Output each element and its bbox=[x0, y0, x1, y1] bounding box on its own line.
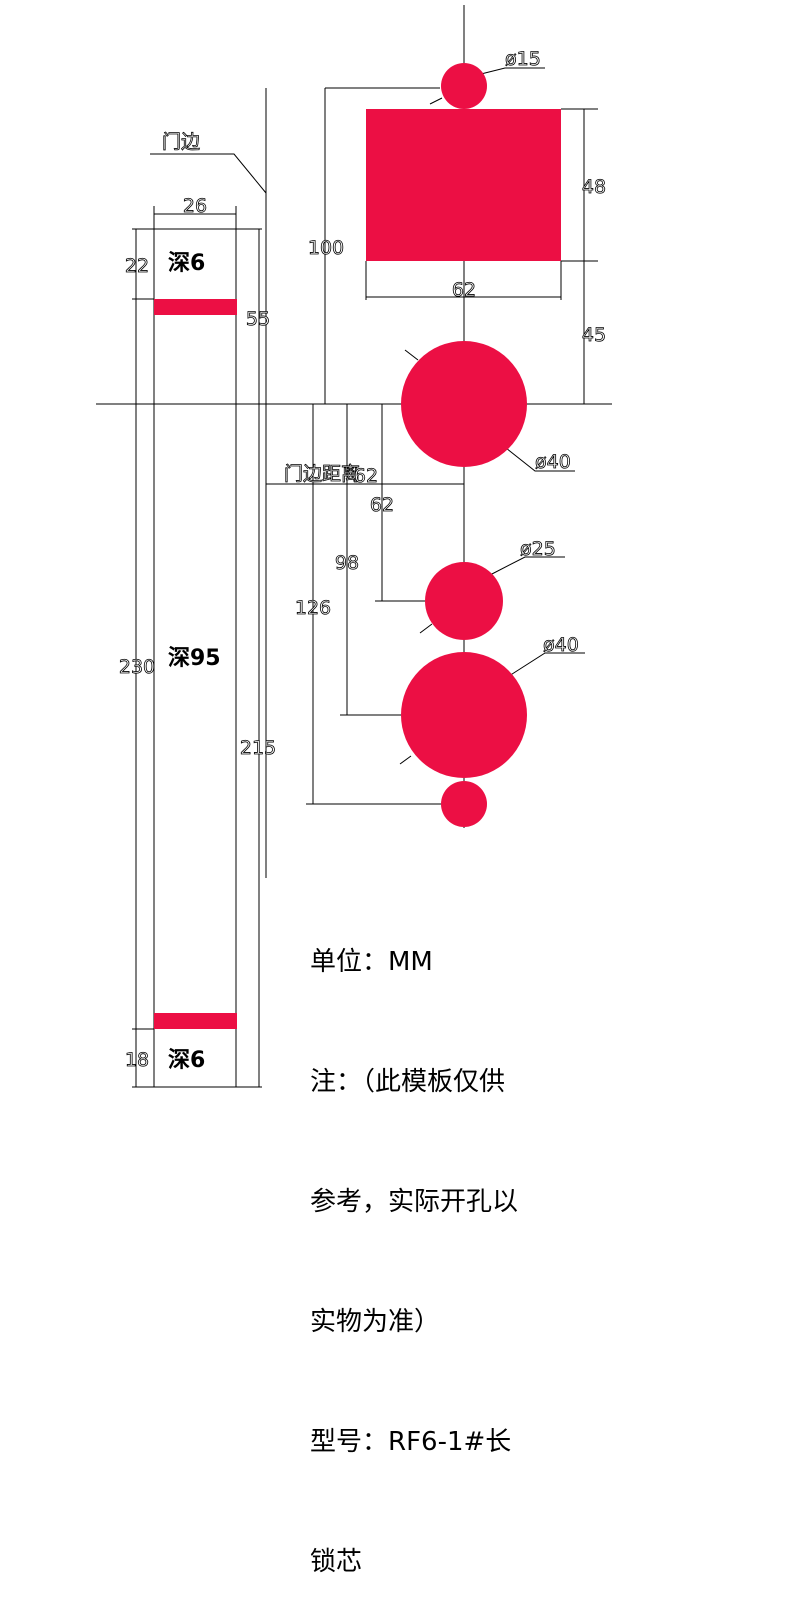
dim-dia-top: ø15 bbox=[505, 48, 541, 70]
top-small-hole bbox=[441, 63, 487, 109]
dim-rect-height: 48 bbox=[582, 176, 606, 198]
dim-dia-hole3: ø40 bbox=[543, 634, 579, 656]
dim-top-offset: 22 bbox=[125, 255, 149, 277]
hole-25 bbox=[425, 562, 503, 640]
dim-126: 126 bbox=[295, 597, 331, 619]
note-line: 锁芯 bbox=[310, 1547, 363, 1577]
faceplate-top-slot bbox=[154, 299, 237, 315]
door-edge-label: 门边 bbox=[162, 131, 200, 153]
bottom-small-hole bbox=[441, 781, 487, 827]
lock-template-drawing: 门边 26 22 55 230 215 18 100 48 62 45 门边距离… bbox=[96, 5, 612, 1088]
door-edge-distance-label: 门边距离 bbox=[284, 463, 360, 485]
dim-dia-main: ø40 bbox=[535, 451, 571, 473]
plate-bottom-depth: 深6 bbox=[168, 1048, 205, 1073]
plate-middle-depth: 深95 bbox=[168, 646, 221, 671]
dim-rect-width: 62 bbox=[452, 279, 476, 301]
dim-center-to-bottom: 215 bbox=[240, 737, 276, 759]
rect-cutout bbox=[366, 109, 561, 261]
note-unit: 单位：MM bbox=[310, 947, 433, 977]
faceplate-bottom-slot bbox=[154, 1013, 237, 1029]
dim-rect-to-center: 45 bbox=[582, 324, 606, 346]
main-hole-40 bbox=[401, 341, 527, 467]
dim-bottom-offset: 18 bbox=[125, 1049, 149, 1071]
notes-block: 单位：MM 注：（此模板仅供 参考，实际开孔以 实物为准） 型号：RF6-1#长… bbox=[310, 862, 518, 1622]
dim-plate-width: 26 bbox=[183, 195, 207, 217]
door-edge-leader bbox=[150, 153, 267, 194]
dim-dia-hole2: ø25 bbox=[520, 538, 556, 560]
door-edge-distance-value: 62 bbox=[354, 465, 378, 487]
dim-98: 98 bbox=[335, 552, 359, 574]
note-model: 型号：RF6-1#长 bbox=[310, 1427, 512, 1457]
dim-top-to-center: 55 bbox=[246, 308, 270, 330]
note-line: 参考，实际开孔以 bbox=[310, 1187, 519, 1217]
hole-40-lower bbox=[401, 652, 527, 778]
note-line: 实物为准） bbox=[310, 1307, 441, 1337]
plate-top-depth: 深6 bbox=[168, 251, 205, 276]
note-line: 注：（此模板仅供 bbox=[310, 1067, 506, 1097]
dim-100: 100 bbox=[308, 237, 344, 259]
dim-62-vertical: 62 bbox=[370, 494, 394, 516]
dim-plate-length: 230 bbox=[119, 656, 155, 678]
